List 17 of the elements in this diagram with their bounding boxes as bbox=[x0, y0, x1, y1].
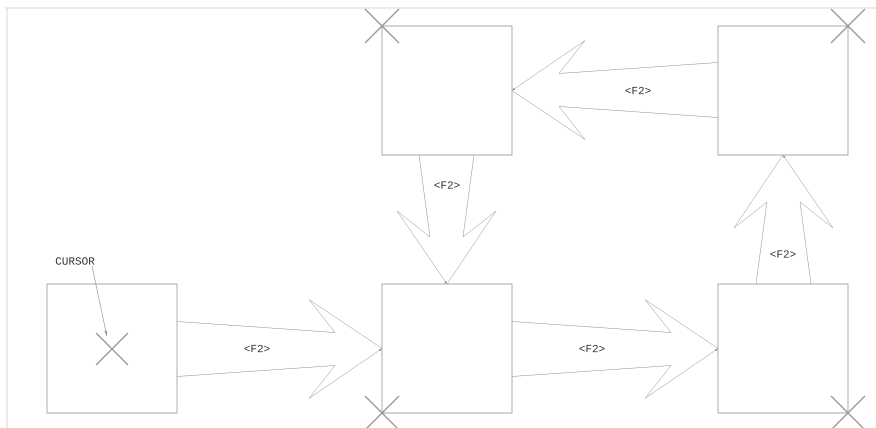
edge-label: <F2> bbox=[432, 180, 462, 190]
edge-label: <F2> bbox=[578, 344, 606, 354]
text-label: CURSOR bbox=[56, 257, 95, 265]
screen-box bbox=[382, 284, 512, 414]
block-arrow bbox=[734, 154, 834, 284]
block-arrow bbox=[176, 299, 382, 399]
cursor-cross bbox=[95, 332, 129, 366]
screen-box bbox=[718, 26, 848, 156]
block-arrow bbox=[396, 154, 496, 284]
edge-label: <F2> bbox=[768, 249, 798, 259]
edge-label: <F2> bbox=[624, 86, 652, 96]
screen-box bbox=[718, 284, 848, 414]
block-arrow bbox=[512, 40, 718, 140]
edge-label: <F2> bbox=[242, 344, 272, 354]
screen-box bbox=[382, 26, 512, 156]
screen-box bbox=[46, 284, 178, 414]
block-arrow bbox=[512, 299, 718, 399]
